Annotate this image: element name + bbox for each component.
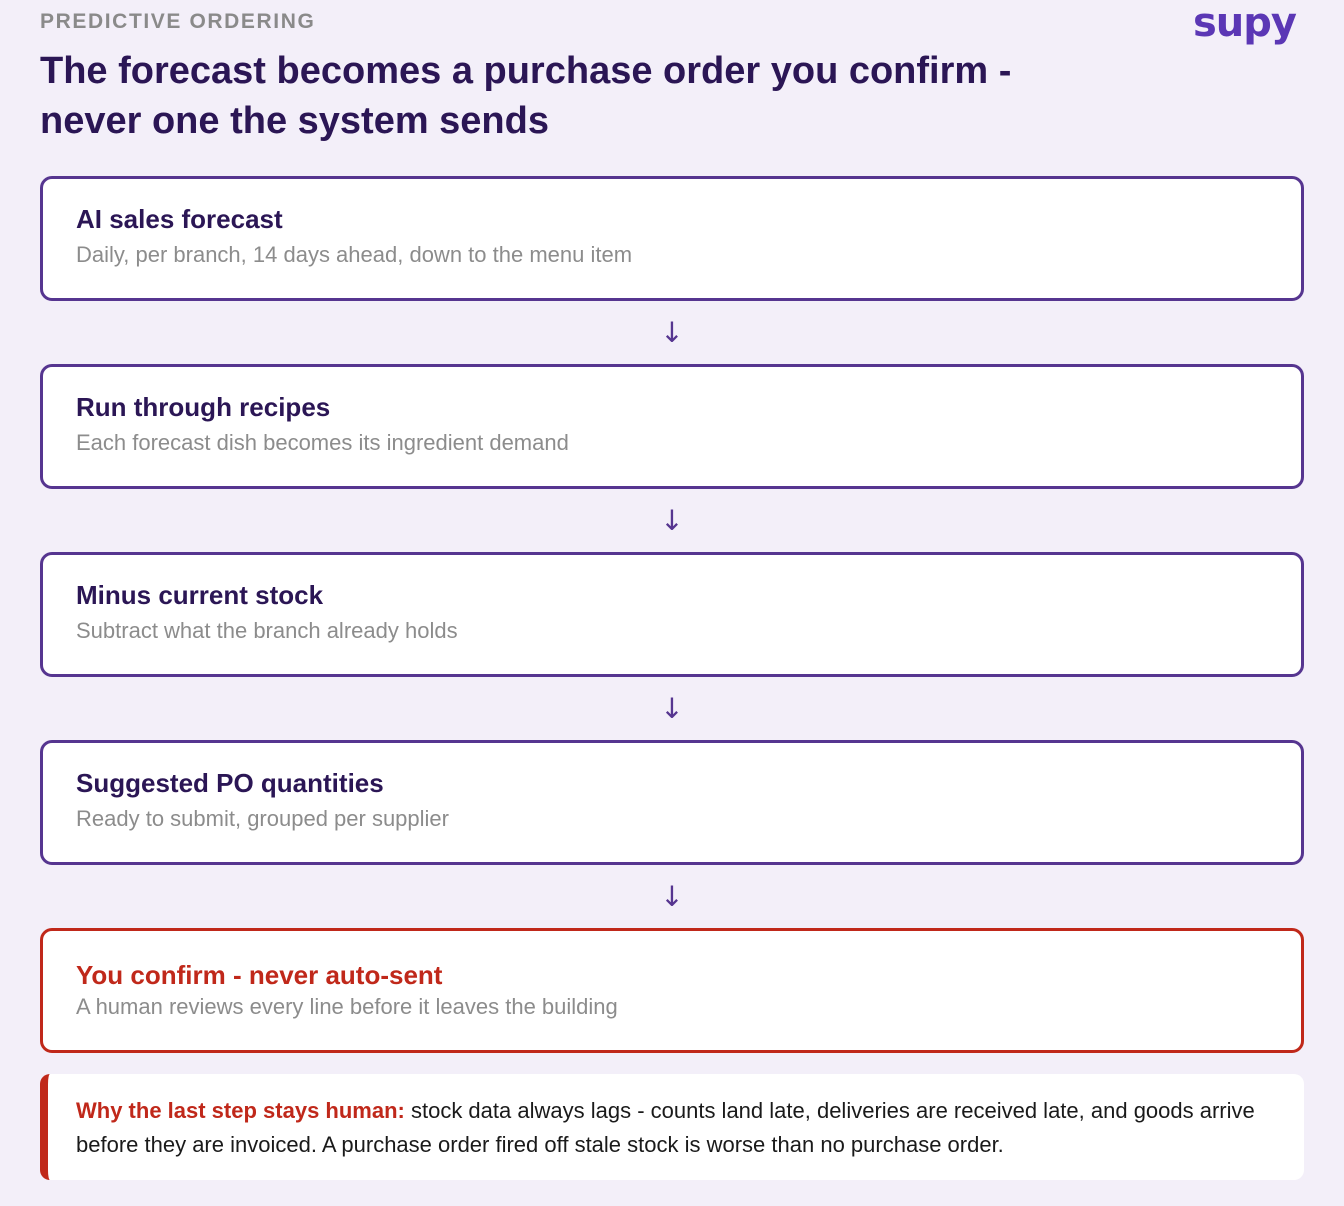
step-title: Suggested PO quantities — [76, 768, 384, 798]
arrow-down-icon: ↓ — [660, 504, 684, 537]
supy-logo: supy — [1193, 0, 1297, 46]
step-description: Each forecast dish becomes its ingredien… — [76, 430, 569, 455]
step-run-through-recipes: Run through recipes Each forecast dish b… — [40, 364, 1304, 489]
callout-body: stock data always lags - counts land lat… — [76, 1098, 1255, 1157]
callout-lead: Why the last step stays human: — [76, 1098, 405, 1123]
step-ai-sales-forecast: AI sales forecast Daily, per branch, 14 … — [40, 176, 1304, 301]
step-title: Minus current stock — [76, 580, 324, 610]
eyebrow-label: PREDICTIVE ORDERING — [40, 10, 316, 33]
arrow-down-icon: ↓ — [660, 316, 684, 349]
step-description: Subtract what the branch already holds — [76, 618, 458, 643]
arrow-down-icon: ↓ — [660, 880, 684, 913]
step-title: AI sales forecast — [76, 204, 283, 234]
step-title: You confirm - never auto-sent — [76, 960, 443, 990]
step-minus-current-stock: Minus current stock Subtract what the br… — [40, 552, 1304, 677]
step-description: Daily, per branch, 14 days ahead, down t… — [76, 242, 633, 267]
step-you-confirm: You confirm - never auto-sent A human re… — [40, 928, 1304, 1053]
step-description: Ready to submit, grouped per supplier — [76, 806, 449, 831]
flow-diagram: AI sales forecast Daily, per branch, 14 … — [40, 176, 1304, 1053]
step-title: Run through recipes — [76, 392, 331, 422]
arrow-down-icon: ↓ — [660, 692, 684, 725]
step-description: A human reviews every line before it lea… — [76, 994, 618, 1019]
step-suggested-po-quantities: Suggested PO quantities Ready to submit,… — [40, 740, 1304, 865]
callout-note: Why the last step stays human: stock dat… — [40, 1074, 1304, 1180]
page-title: The forecast becomes a purchase order yo… — [40, 50, 1012, 142]
